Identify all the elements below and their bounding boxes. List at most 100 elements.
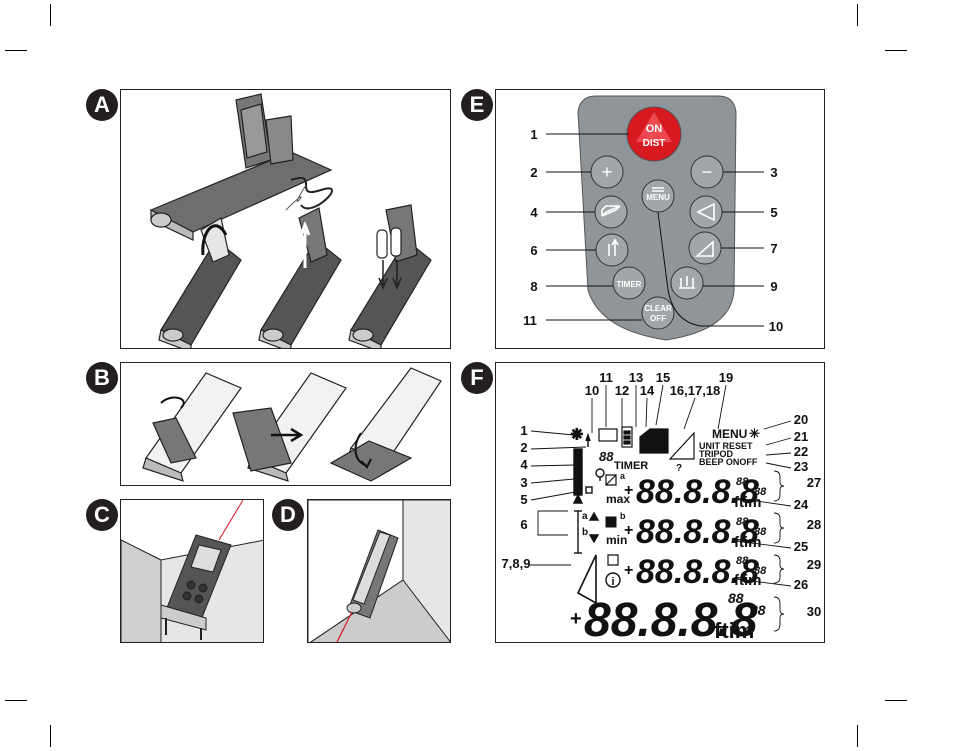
volume-lcd-icon bbox=[639, 428, 669, 454]
main-digits: 88.8.8.8 bbox=[584, 594, 758, 643]
panel-f: 11 13 15 19 10 12 14 16,17,18 1 2 4 3 5 … bbox=[495, 362, 825, 643]
area-icon bbox=[601, 205, 621, 217]
panel-f-badge: F bbox=[461, 362, 493, 394]
memory-digits: 88 bbox=[599, 449, 614, 464]
num-26: 26 bbox=[794, 577, 808, 592]
timer-lcd-text: TIMER bbox=[614, 460, 648, 472]
timer-button[interactable] bbox=[612, 266, 646, 300]
num-22: 22 bbox=[794, 444, 808, 459]
main-unit: ftim bbox=[714, 618, 754, 643]
num-1: 1 bbox=[520, 423, 527, 438]
callout-10: 10 bbox=[769, 319, 783, 334]
plus-sign: + bbox=[624, 562, 633, 579]
callout-4: 4 bbox=[530, 205, 538, 220]
battery-bar-icon bbox=[573, 448, 583, 496]
callout-7: 7 bbox=[770, 241, 777, 256]
crop-mark bbox=[5, 700, 27, 701]
panel-a bbox=[120, 89, 451, 349]
line1-frac2: 88 bbox=[754, 486, 767, 498]
panel-c-badge: C bbox=[86, 499, 118, 531]
crop-mark bbox=[857, 4, 858, 26]
panel-e-badge: E bbox=[461, 89, 493, 121]
minus-label: − bbox=[702, 162, 713, 182]
num-11: 11 bbox=[599, 370, 613, 385]
line3-frac1: 88 bbox=[736, 555, 749, 567]
crop-mark bbox=[857, 725, 858, 747]
callout-9: 9 bbox=[770, 279, 777, 294]
tilt-icon bbox=[694, 240, 714, 257]
line1-digits: 88.8.8.8 bbox=[636, 473, 759, 511]
num-16-17-18: 16,17,18 bbox=[670, 383, 721, 398]
num-2: 2 bbox=[520, 440, 527, 455]
num-4: 4 bbox=[520, 457, 528, 472]
num-5: 5 bbox=[520, 492, 527, 507]
callout-8: 8 bbox=[530, 279, 537, 294]
num-21: 21 bbox=[794, 429, 808, 444]
clear-label: CLEAR bbox=[644, 304, 672, 313]
num-25: 25 bbox=[794, 539, 808, 554]
reference-front-icon bbox=[572, 493, 584, 504]
line3-digits: 88.8.8.8 bbox=[636, 553, 759, 591]
triangle-icon bbox=[696, 202, 715, 222]
bulb-icon bbox=[595, 468, 605, 478]
num-29: 29 bbox=[807, 557, 821, 572]
num-6: 6 bbox=[520, 517, 527, 532]
num-13: 13 bbox=[629, 370, 643, 385]
menu-lines-icon bbox=[652, 187, 664, 192]
callout-1: 1 bbox=[530, 127, 537, 142]
num-19: 19 bbox=[719, 370, 733, 385]
beep-onoff-text: BEEP ONOFF bbox=[699, 457, 758, 467]
on-label: ON bbox=[646, 123, 663, 135]
pythagoras-triangle-icon bbox=[576, 554, 597, 605]
volume-small-lcd-icon bbox=[605, 516, 617, 528]
num-27: 27 bbox=[807, 475, 821, 490]
corner-measure-illustration bbox=[121, 500, 263, 642]
area-lcd-icon bbox=[605, 474, 617, 486]
max-label: max bbox=[606, 492, 630, 506]
line1-unit: ftim bbox=[734, 494, 762, 511]
line2-digits: 88.8.8.8 bbox=[636, 513, 759, 551]
callout-3: 3 bbox=[770, 165, 777, 180]
callout-6: 6 bbox=[530, 243, 537, 258]
plus-sign: + bbox=[624, 482, 633, 499]
clear-off-button[interactable] bbox=[641, 296, 675, 330]
plus-label: + bbox=[602, 162, 613, 182]
svg-text:i: i bbox=[611, 576, 614, 588]
label-b: b bbox=[582, 527, 588, 538]
question-mark: ? bbox=[676, 463, 682, 474]
line1-frac1: 88 bbox=[736, 476, 749, 488]
num-23: 23 bbox=[794, 459, 808, 474]
laser-star-icon: ✳ bbox=[571, 426, 583, 442]
num-3: 3 bbox=[520, 475, 527, 490]
panel-b bbox=[120, 362, 451, 486]
plus-sign-large: + bbox=[570, 608, 582, 630]
crop-mark bbox=[50, 725, 51, 747]
num-7-8-9: 7,8,9 bbox=[502, 556, 531, 571]
num-14: 14 bbox=[640, 383, 655, 398]
line2-b: b bbox=[620, 511, 626, 521]
num-10: 10 bbox=[585, 383, 599, 398]
panel-e: ON DIST + − MENU TIMER CLEAR OFF bbox=[495, 89, 825, 349]
crop-mark bbox=[885, 700, 907, 701]
keypad-diagram: ON DIST + − MENU TIMER CLEAR OFF bbox=[523, 95, 783, 341]
display-diagram: 11 13 15 19 10 12 14 16,17,18 1 2 4 3 5 … bbox=[502, 370, 822, 643]
num-24: 24 bbox=[794, 497, 809, 512]
panel-c bbox=[120, 499, 264, 643]
crop-mark bbox=[5, 50, 27, 51]
line1-a: a bbox=[620, 471, 626, 481]
crop-mark bbox=[50, 4, 51, 26]
on-dist-button[interactable]: ON DIST bbox=[626, 106, 682, 162]
line2-frac1: 88 bbox=[736, 516, 749, 528]
pythagoras-button[interactable] bbox=[689, 195, 723, 229]
line2-unit: ftim bbox=[734, 534, 762, 551]
cube-lcd-icon bbox=[607, 554, 619, 566]
addsub-lcd-icon bbox=[598, 428, 618, 442]
panel-d-badge: D bbox=[272, 499, 304, 531]
addsub-icon bbox=[679, 276, 695, 289]
info-icon bbox=[605, 572, 621, 588]
line2-frac2: 88 bbox=[754, 526, 767, 538]
num-12: 12 bbox=[615, 383, 629, 398]
tilt-lcd-icon bbox=[668, 431, 695, 460]
battery-install-illustration bbox=[149, 93, 432, 348]
reference-button[interactable] bbox=[595, 233, 629, 267]
